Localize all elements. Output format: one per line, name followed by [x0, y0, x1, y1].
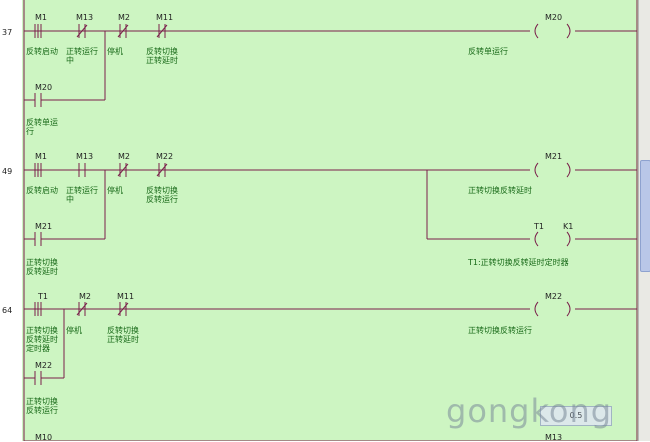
- contact-name[interactable]: M22: [35, 361, 53, 370]
- scrollbar-thumb[interactable]: [640, 160, 650, 272]
- device-comment: 停机: [66, 326, 82, 335]
- device-comment: 正转切换反转延时定时器: [26, 326, 58, 353]
- timer-comment: T1:正转切换反转延时定时器: [468, 258, 569, 267]
- rung-number: 37: [2, 28, 13, 37]
- coil-name[interactable]: M21: [545, 152, 563, 161]
- coil-name[interactable]: M13: [545, 433, 563, 442]
- coil-name[interactable]: M20: [545, 13, 563, 22]
- contact-name[interactable]: M21: [35, 222, 53, 231]
- contact-name[interactable]: M10: [35, 433, 53, 442]
- contact-name[interactable]: M20: [35, 83, 53, 92]
- contact-name[interactable]: M13: [76, 13, 94, 22]
- device-comment: 正转运行中: [66, 47, 98, 65]
- device-comment: 反转切换正转延时: [107, 326, 139, 344]
- status-overlay: 0.5: [540, 406, 612, 426]
- contact-name[interactable]: M13: [76, 152, 94, 161]
- coil-comment: 反转单运行: [468, 47, 508, 56]
- device-comment: 反转启动: [26, 47, 58, 56]
- contact-name[interactable]: M1: [35, 152, 47, 161]
- device-comment: 反转切换反转运行: [146, 186, 178, 204]
- device-comment: 停机: [107, 47, 123, 56]
- coil-comment: 正转切换反转运行: [468, 326, 532, 335]
- timer-preset[interactable]: K1: [563, 222, 574, 231]
- contact-name[interactable]: M2: [79, 292, 91, 301]
- ladder-canvas[interactable]: [22, 0, 638, 441]
- device-comment: 停机: [107, 186, 123, 195]
- contact-name[interactable]: M2: [118, 13, 130, 22]
- device-comment: 反转切换正转延时: [146, 47, 178, 65]
- contact-name[interactable]: M11: [117, 292, 135, 301]
- rung-number: 49: [2, 167, 13, 176]
- vertical-scrollbar[interactable]: [638, 0, 650, 441]
- timer-name[interactable]: T1: [534, 222, 544, 231]
- contact-name[interactable]: M1: [35, 13, 47, 22]
- contact-name[interactable]: M11: [156, 13, 174, 22]
- device-comment: 正转切换反转延时: [26, 258, 58, 276]
- coil-name[interactable]: M22: [545, 292, 563, 301]
- device-comment: 正转运行中: [66, 186, 98, 204]
- rung-number: 64: [2, 306, 13, 315]
- device-comment: 反转单运行: [26, 118, 58, 136]
- device-comment: 反转启动: [26, 186, 58, 195]
- device-comment: 正转切换反转运行: [26, 397, 58, 415]
- contact-name[interactable]: T1: [38, 292, 48, 301]
- contact-name[interactable]: M2: [118, 152, 130, 161]
- watermark: gongkong: [446, 392, 613, 430]
- contact-name[interactable]: M22: [156, 152, 174, 161]
- coil-comment: 正转切换反转延时: [468, 186, 532, 195]
